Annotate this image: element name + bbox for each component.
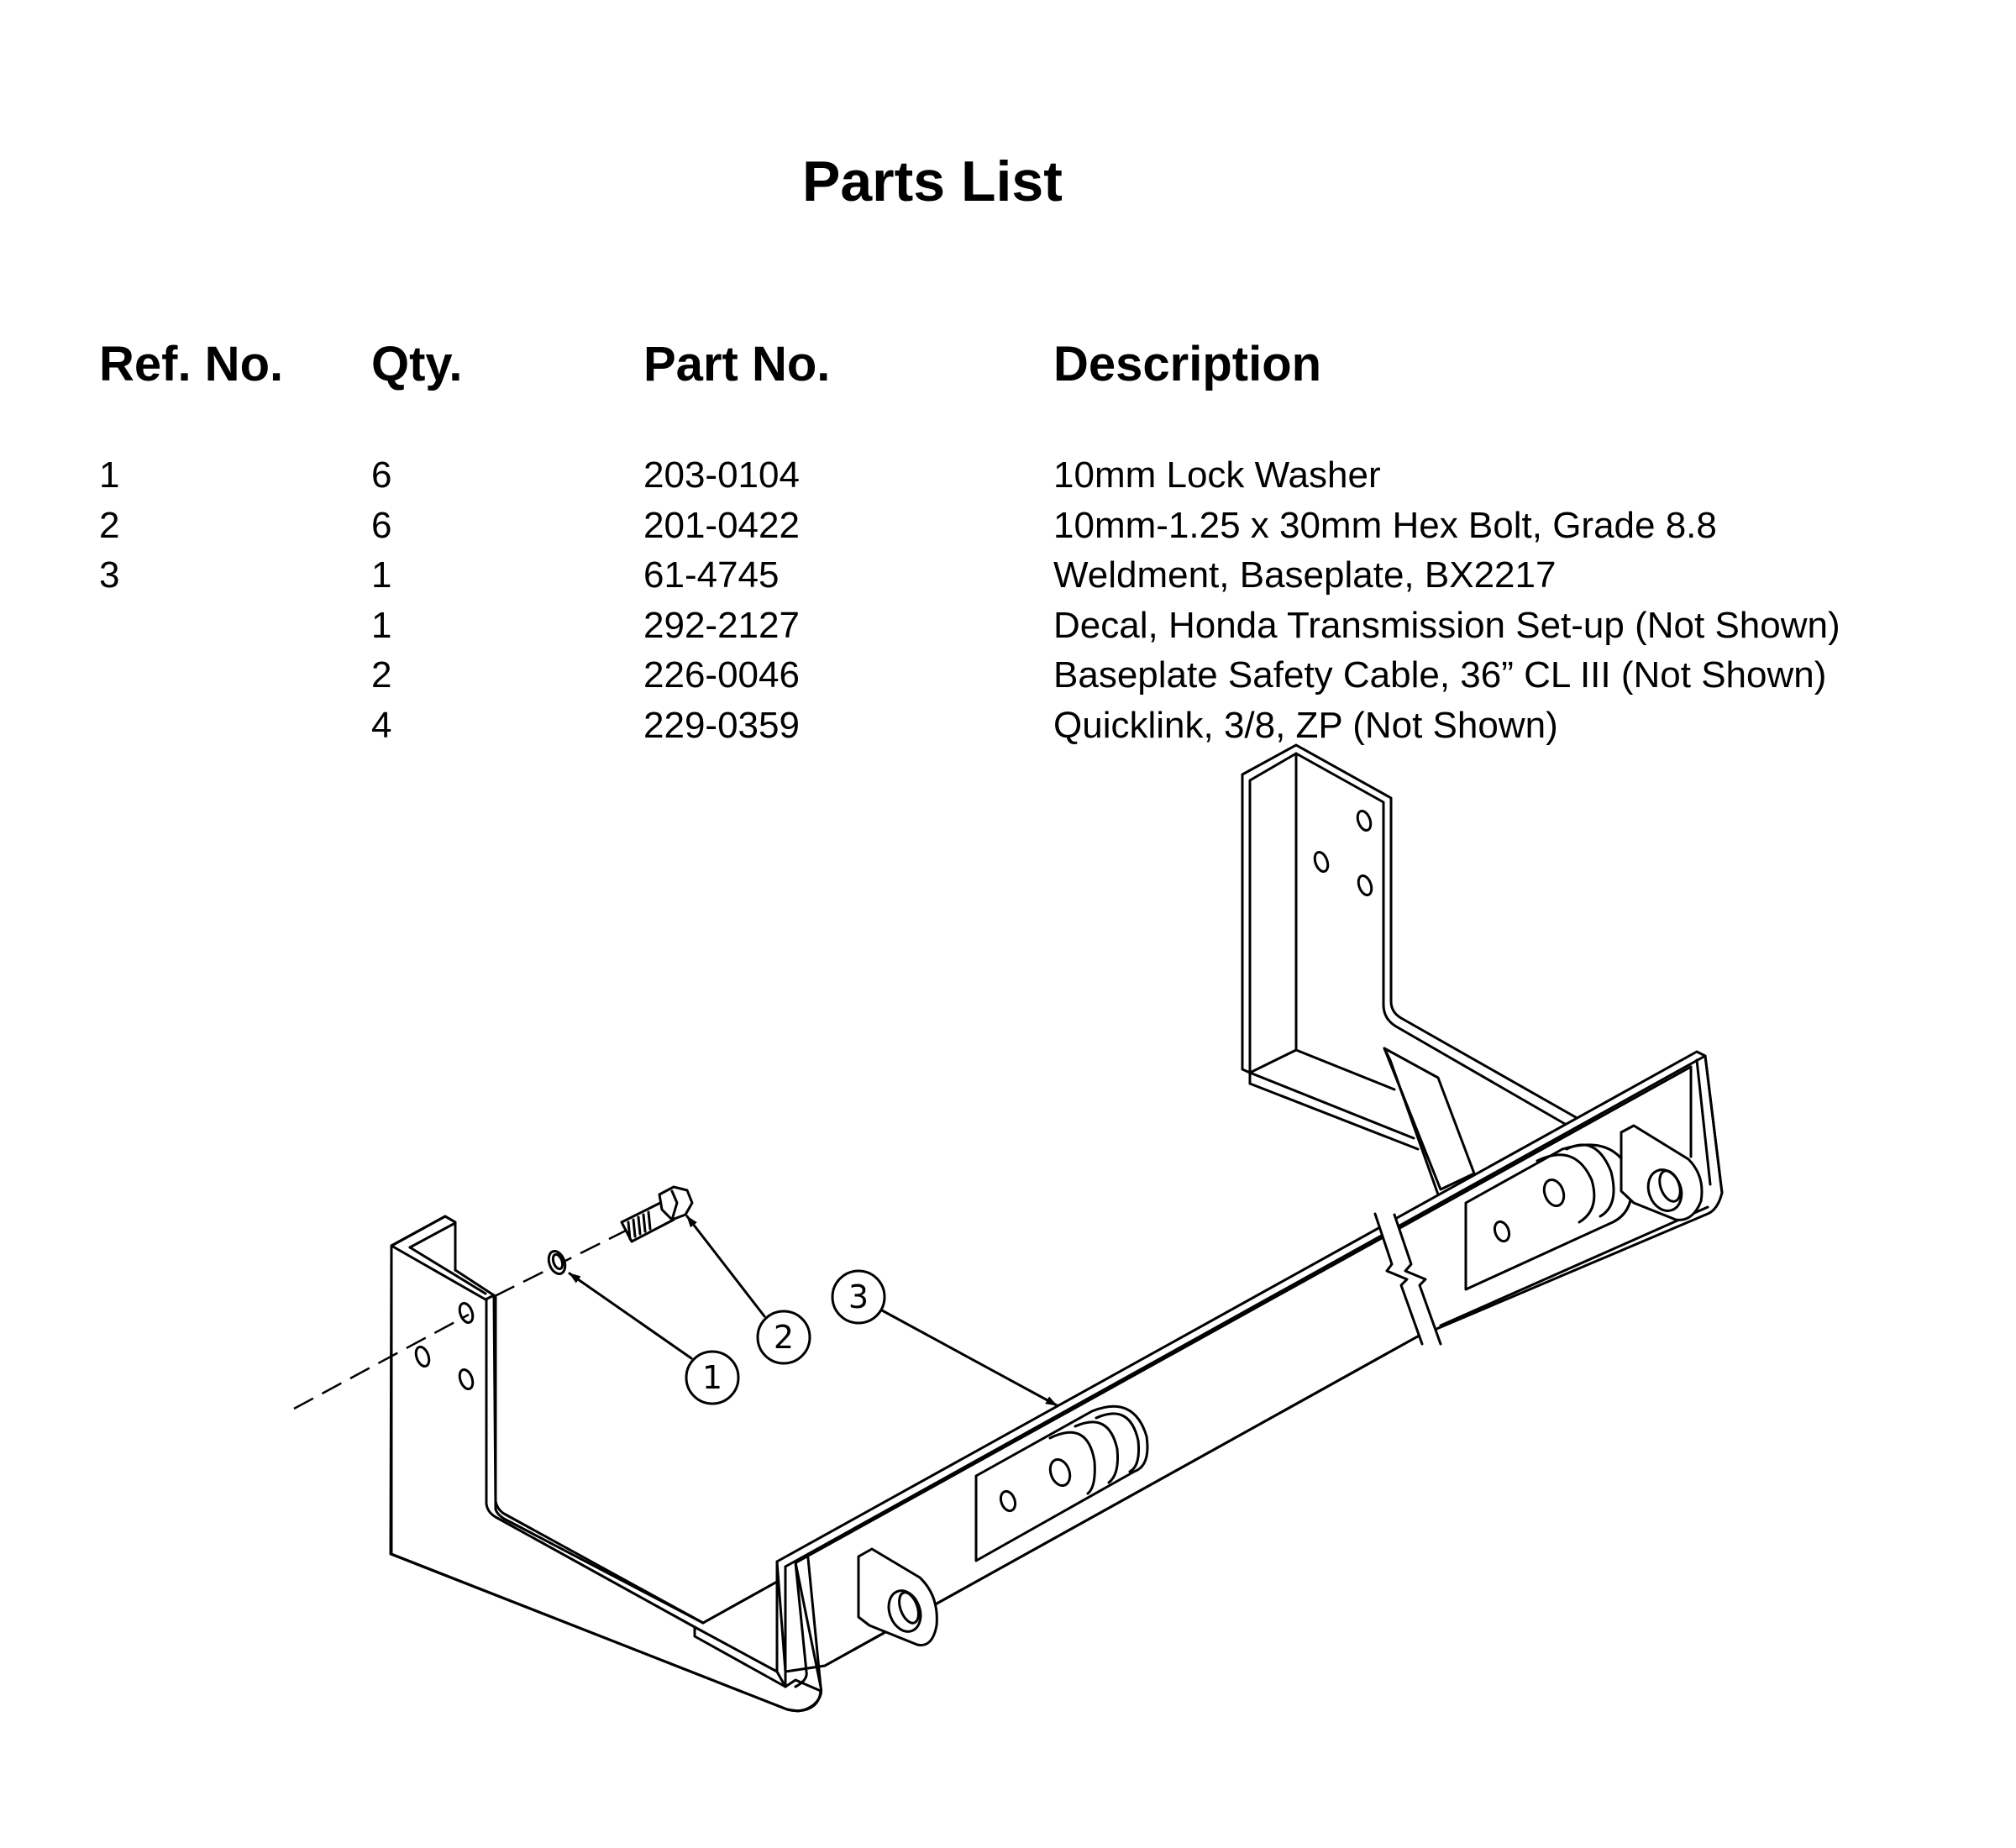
cell-part-no: 203-0104 [643, 454, 800, 496]
cell-qty: 1 [371, 605, 392, 646]
cell-part-no: 201-0422 [643, 505, 800, 546]
left-pivot-mount [974, 1404, 1149, 1562]
header-qty: Qty. [371, 337, 463, 391]
page-title: Parts List [802, 150, 1063, 213]
callout-3: 3 [831, 1269, 1058, 1407]
callout-2-label: 2 [774, 1319, 794, 1356]
cell-part-no: 229-0359 [643, 705, 800, 746]
cell-qty: 1 [371, 554, 392, 596]
gusset-plate [1383, 1047, 1476, 1196]
callout-1-label: 1 [702, 1359, 722, 1396]
callout-2: 2 [685, 1215, 811, 1365]
cell-ref: 2 [99, 505, 120, 546]
center-lug [857, 1547, 938, 1647]
cell-part-no: 61-4745 [643, 554, 780, 596]
hex-bolt [620, 1185, 694, 1243]
right-mounting-bracket [1241, 743, 1582, 1151]
cell-qty: 2 [371, 654, 392, 696]
cell-part-no: 292-2127 [643, 605, 800, 646]
cell-description: 10mm-1.25 x 30mm Hex Bolt, Grade 8.8 [1053, 505, 1717, 546]
header-ref-no: Ref. No. [99, 337, 284, 391]
cell-ref: 1 [99, 454, 120, 496]
header-part-no: Part No. [643, 337, 831, 391]
right-pivot-mount [1464, 1124, 1704, 1291]
cell-description: Decal, Honda Transmission Set-up (Not Sh… [1053, 605, 1840, 646]
cell-description: Weldment, Baseplate, BX2217 [1053, 554, 1557, 596]
cell-part-no: 226-0046 [643, 654, 800, 696]
header-description: Description [1053, 337, 1322, 391]
callout-3-label: 3 [848, 1278, 869, 1315]
cell-description: Quicklink, 3/8, ZP (Not Shown) [1053, 705, 1558, 746]
cell-qty: 6 [371, 454, 392, 496]
cell-description: Baseplate Safety Cable, 36” CL III (Not … [1053, 654, 1827, 696]
callout-1: 1 [568, 1272, 740, 1405]
cell-description: 10mm Lock Washer [1053, 454, 1381, 496]
lock-washer [547, 1249, 567, 1276]
cell-qty: 6 [371, 505, 392, 546]
cell-qty: 4 [371, 705, 392, 746]
cell-ref: 3 [99, 554, 120, 596]
left-mounting-bracket [389, 1215, 823, 1713]
